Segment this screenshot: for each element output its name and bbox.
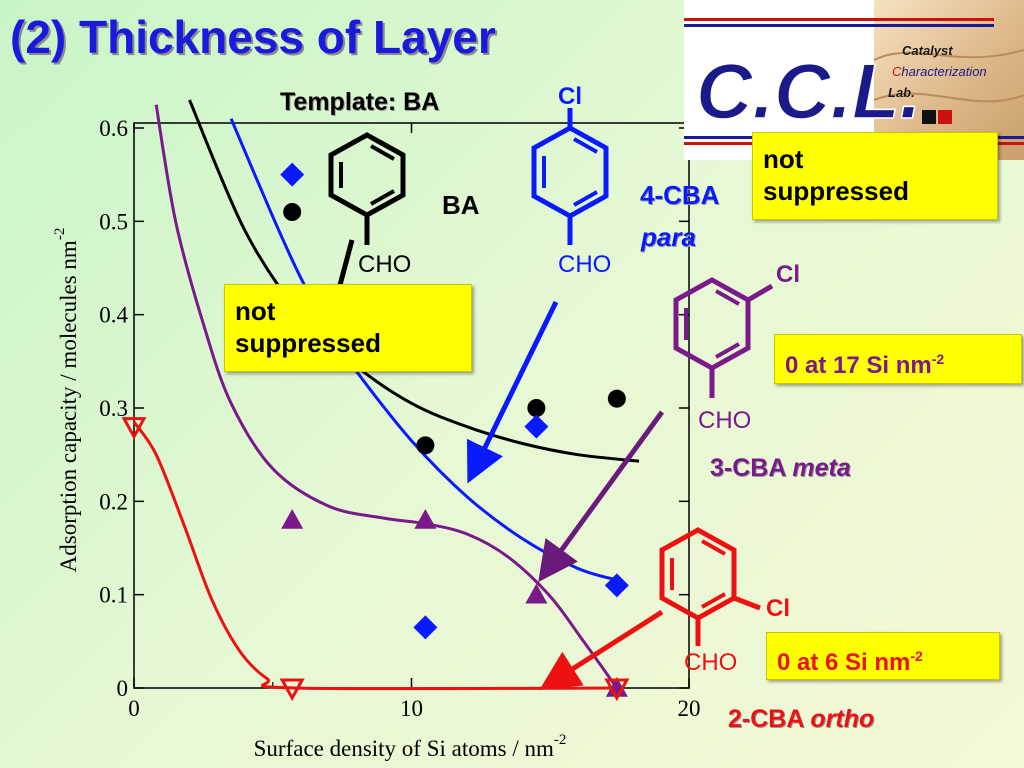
meta-name: 3-CBA [710,454,786,482]
x-tick-label: 0 [128,696,140,721]
meta-molecule [673,277,774,398]
para-ring-double-bond [573,137,598,154]
x-tick-label: 20 [678,696,701,721]
x-axis-label: Surface density of Si atoms / nm-2 [254,732,567,761]
ba-ring-double-bond [370,189,395,206]
callout-line: suppressed [763,176,909,206]
ortho-ring-double-bond [701,592,726,609]
data-point-para [604,573,629,598]
ortho-molecule [659,527,761,646]
para-arrow [466,300,559,484]
series-curve-ortho [132,421,617,691]
callout-line: not [235,296,276,326]
y-tick-label: 0.1 [99,583,128,608]
logo-square [938,110,952,124]
meta-arrow [538,410,665,583]
data-point-ba [416,436,435,455]
logo-line3: Lab. [888,85,915,100]
meta-group: CHO [698,407,751,434]
data-point-ba [283,203,302,221]
series-curve-ba [188,99,640,463]
ortho-cl-bond [733,595,761,611]
data-point-ba [527,399,546,417]
meta-sub: meta [792,454,850,482]
data-point-ortho [604,678,630,702]
meta-ring-double-bond [715,342,740,359]
meta-zero-text: 0 at 17 Si nm [785,352,932,379]
points-layer [121,162,630,702]
ortho-group: CHO [684,649,737,676]
data-point-meta [525,583,548,604]
y-tick-label: 0 [117,676,129,701]
meta-cl-bond [746,283,774,303]
ba-name: BA [442,190,480,220]
logo-line2-first: C [892,64,902,79]
dune-line [873,92,1024,103]
y-axis-label-sup: -2 [52,228,68,241]
data-point-para [413,615,438,640]
meta-cl: Cl [776,261,800,288]
not-suppressed-callout-right: not suppressed [752,132,998,220]
axes-layer: 0 0.1 0.2 0.3 0.4 0.5 0.6 0 10 20 [99,116,700,721]
y-tick-label: 0.3 [99,396,128,421]
meta-zero-callout: 0 at 17 Si nm-2 [774,334,1022,384]
ortho-name: 2-CBA [728,705,804,733]
callout-line: suppressed [235,328,381,358]
data-point-ortho [279,678,305,702]
ortho-zero-sup: -2 [910,648,923,664]
curves-layer [132,99,640,691]
logo-line2-rest: haracterization [901,64,986,79]
para-molecule [531,108,609,245]
ortho-label: 2-CBA ortho [728,705,874,733]
logo-square [922,110,936,124]
y-axis-label-text: Adsorption capacity / molecules nm [56,240,81,572]
logo-letters: C.C.L. [696,47,921,135]
dune-line [873,49,1024,61]
data-point-ba [607,389,626,408]
ortho-zero-text: 0 at 6 Si nm [777,649,911,676]
callout-line: not [763,144,804,174]
para-group: CHO [558,251,611,278]
para-name: 4-CBA [640,180,720,210]
y-axis-label: Adsorption capacity / molecules nm-2 [52,228,81,573]
logo-stripe [684,18,994,21]
logo-line2: Characterization [892,64,987,79]
x-axis-label-sup: -2 [554,732,567,748]
data-point-meta [281,509,304,529]
para-cl: Cl [558,83,582,110]
not-suppressed-callout-left: not suppressed [224,284,472,372]
ortho-sub: ortho [810,705,874,733]
ba-molecule [328,132,406,245]
data-point-meta [414,509,437,529]
data-point-meta [605,677,628,697]
template-label: Template: BA [280,88,439,116]
logo-stripe [684,24,994,27]
y-tick-label: 0.5 [99,209,128,234]
ba-ring-double-bond [370,144,395,161]
series-curve-meta [154,104,619,689]
meta-label: 3-CBA meta [710,454,851,482]
y-tick-label: 0.6 [99,116,128,141]
ortho-arrow [539,609,664,691]
plot-frame [133,122,690,689]
ortho-cl: Cl [766,595,790,622]
ortho-zero-callout: 0 at 6 Si nm-2 [766,632,1000,680]
page-title: (2) Thickness of Layer [10,11,496,63]
para-ring-double-bond [573,190,598,207]
meta-zero-sup: -2 [931,351,945,367]
data-point-ortho [121,417,147,440]
x-tick-label: 10 [400,696,423,721]
data-point-para [524,414,549,439]
meta-ring-double-bond [715,289,740,306]
x-axis-label-text: Surface density of Si atoms / nm [254,736,554,761]
y-tick-label: 0.4 [99,303,128,328]
ba-pointer [337,239,355,286]
data-point-para [280,162,305,187]
ba-group: CHO [358,251,411,278]
ortho-ring-double-bond [701,539,726,556]
para-sub: para [640,222,696,252]
logo-line1: Catalyst [902,43,953,58]
y-tick-label: 0.2 [99,489,128,514]
